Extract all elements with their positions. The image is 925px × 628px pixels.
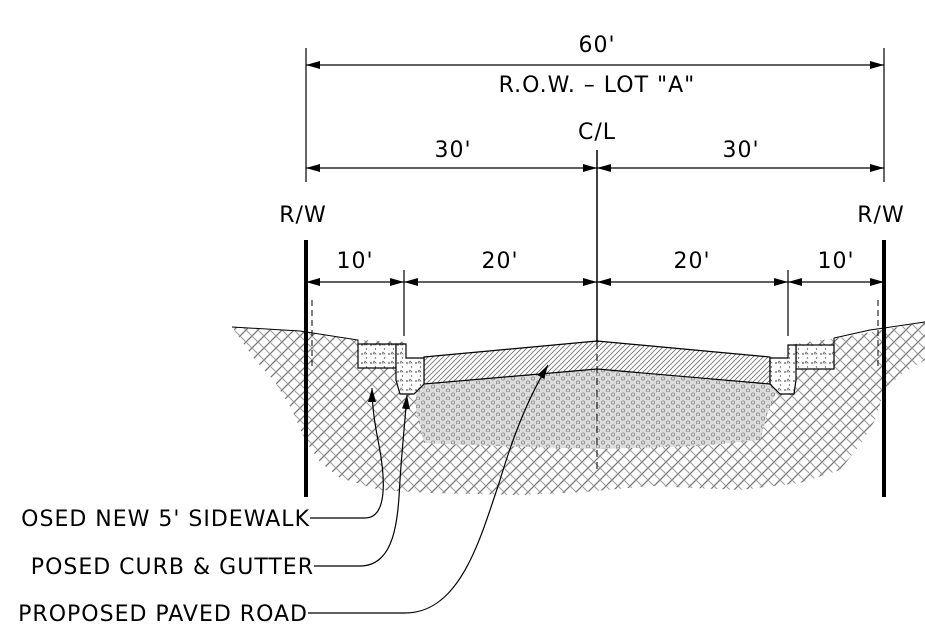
left-curb-gutter[interactable]	[395, 343, 425, 395]
dimension-30ft-right-label: 30'	[722, 138, 759, 163]
leader-curb-gutter	[314, 394, 410, 567]
dimension-20ft-right-label: 20'	[673, 249, 710, 274]
callout-paved-road: PROPOSED PAVED ROAD	[18, 602, 308, 623]
centerline-label: C/L	[578, 120, 616, 145]
callout-sidewalk: OSED NEW 5' SIDEWALK	[21, 507, 310, 532]
left-sidewalk[interactable]	[357, 343, 397, 369]
ground-line-right	[833, 321, 925, 345]
row-right-label: R/W	[857, 203, 904, 228]
leader-sidewalk	[310, 387, 384, 519]
right-sidewalk[interactable]	[795, 344, 835, 370]
dimension-60ft-label: 60'	[578, 33, 615, 58]
row-lot-label: R.O.W. – LOT "A"	[499, 73, 696, 98]
dimension-10ft-left-label: 10'	[336, 249, 373, 274]
right-curb-gutter[interactable]	[769, 344, 797, 395]
dimension-30ft-left-label: 30'	[434, 138, 471, 163]
dimension-10ft-right-label: 10'	[817, 249, 854, 274]
dimension-20ft-left-label: 20'	[481, 249, 518, 274]
leader-paved-road	[308, 364, 549, 614]
ground-line-left	[231, 326, 359, 344]
callout-curb-gutter: POSED CURB & GUTTER	[31, 555, 314, 580]
row-left-label: R/W	[279, 203, 326, 228]
